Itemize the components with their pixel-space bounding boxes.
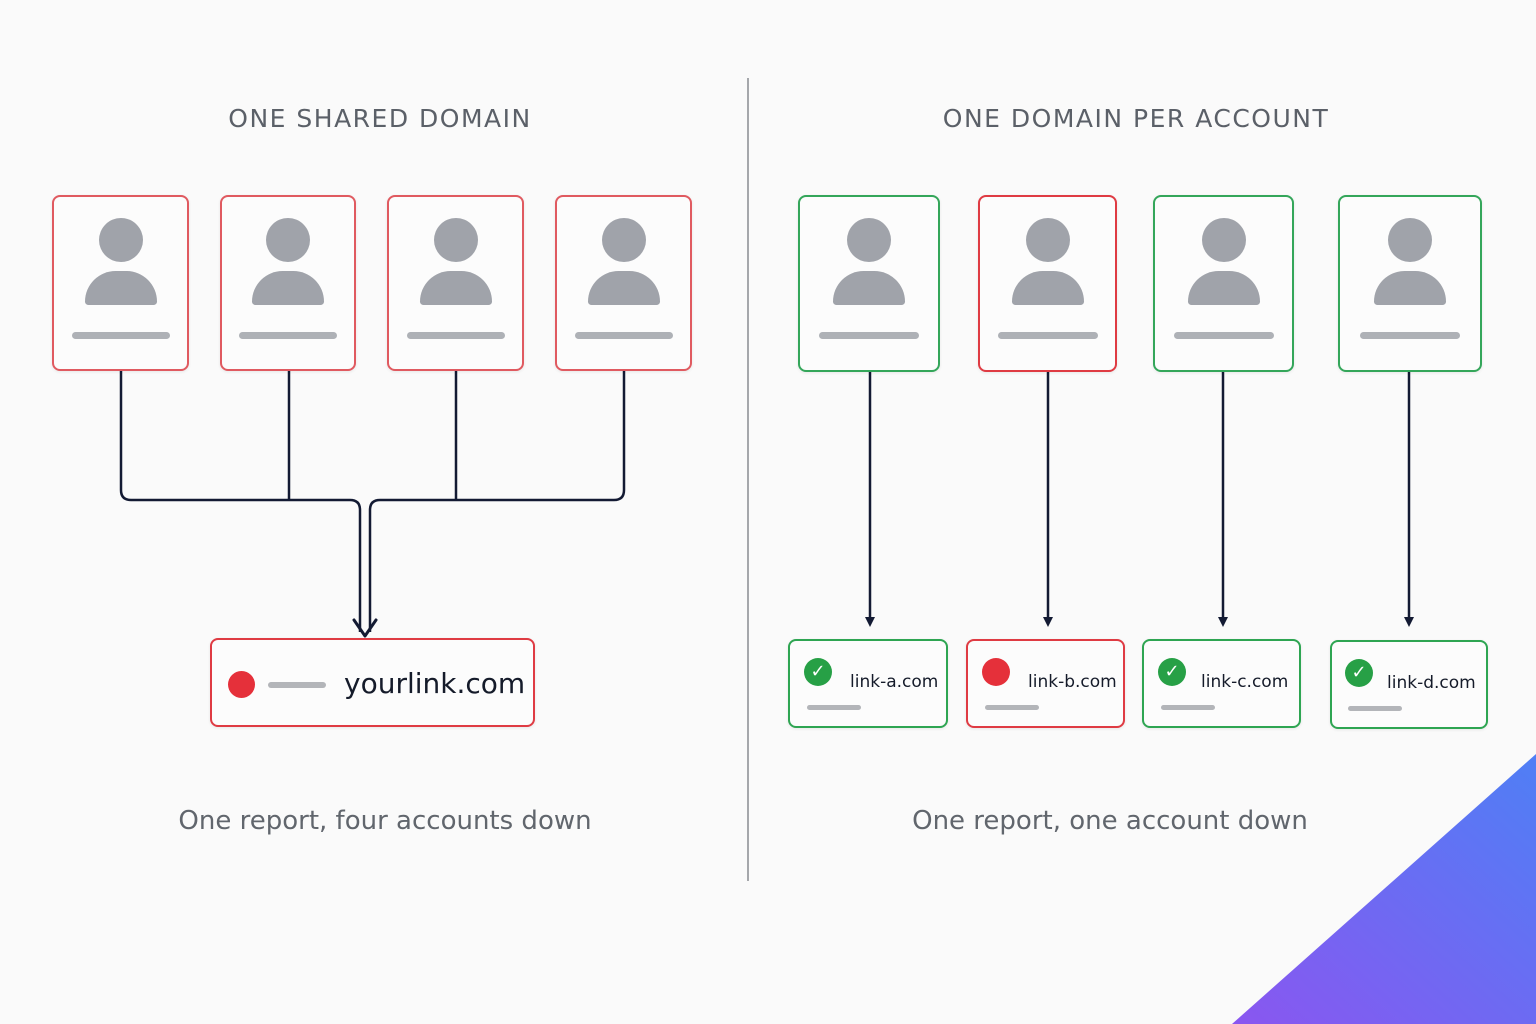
shared-domain-label: yourlink.com [344, 667, 526, 700]
user-avatar-body [587, 271, 660, 305]
panel-divider [747, 78, 749, 881]
red-dot-icon [982, 658, 1010, 686]
account-card [52, 195, 189, 371]
account-name-placeholder [819, 332, 919, 339]
account-card [978, 195, 1117, 372]
account-card [798, 195, 940, 372]
user-avatar-body [419, 271, 492, 305]
domain-label: link-c.com [1201, 672, 1289, 692]
domain-placeholder-line [268, 682, 326, 688]
domain-box-link-a: ✓ link-a.com [788, 639, 948, 728]
domain-box-link-c: ✓ link-c.com [1142, 639, 1301, 728]
account-name-placeholder [406, 332, 505, 339]
corner-gradient-decoration [1232, 754, 1536, 1024]
account-card [1153, 195, 1294, 372]
account-name-placeholder [997, 332, 1098, 339]
check-circle-icon: ✓ [804, 658, 832, 686]
domain-placeholder-line [985, 705, 1039, 710]
user-avatar-icon [1025, 218, 1070, 262]
red-dot-icon [228, 671, 255, 698]
left-panel-title: ONE SHARED DOMAIN [228, 104, 532, 133]
user-avatar-icon [1201, 218, 1246, 262]
shared-arrowhead [352, 618, 378, 638]
domain-placeholder-line [807, 705, 861, 710]
account-card [387, 195, 524, 371]
left-panel-caption: One report, four accounts down [178, 806, 592, 836]
user-avatar-body [1374, 271, 1446, 305]
user-avatar-icon [601, 218, 646, 262]
check-circle-icon: ✓ [1158, 658, 1186, 686]
right-panel-title: ONE DOMAIN PER ACCOUNT [942, 104, 1330, 133]
account-name-placeholder [574, 332, 673, 339]
user-avatar-icon [1388, 218, 1432, 262]
user-avatar-icon [847, 218, 891, 262]
account-name-placeholder [71, 332, 170, 339]
account-name-placeholder [1360, 332, 1460, 339]
user-avatar-icon [433, 218, 478, 262]
check-circle-icon: ✓ [1345, 659, 1373, 687]
user-avatar-icon [98, 218, 143, 262]
user-avatar-icon [266, 218, 310, 262]
domain-box-link-d: ✓ link-d.com [1330, 640, 1488, 729]
user-avatar-body [1187, 271, 1260, 305]
domain-placeholder-line [1348, 706, 1402, 711]
account-card [1338, 195, 1482, 372]
domain-label: link-d.com [1387, 673, 1476, 693]
domain-label: link-b.com [1028, 672, 1117, 692]
user-avatar-body [833, 271, 905, 305]
account-card [555, 195, 692, 371]
domain-placeholder-line [1161, 705, 1215, 710]
domain-label: link-a.com [850, 672, 939, 692]
user-avatar-body [252, 271, 324, 305]
connector-left-1 [119, 370, 362, 632]
user-avatar-body [84, 271, 157, 305]
shared-domain-box: yourlink.com [210, 638, 535, 727]
account-name-placeholder [1173, 332, 1274, 339]
right-panel-caption: One report, one account down [912, 806, 1308, 836]
account-name-placeholder [239, 332, 337, 339]
domain-box-link-b: link-b.com [966, 639, 1125, 728]
connector-left-4 [368, 370, 626, 632]
account-card [220, 195, 356, 371]
user-avatar-body [1011, 271, 1084, 305]
